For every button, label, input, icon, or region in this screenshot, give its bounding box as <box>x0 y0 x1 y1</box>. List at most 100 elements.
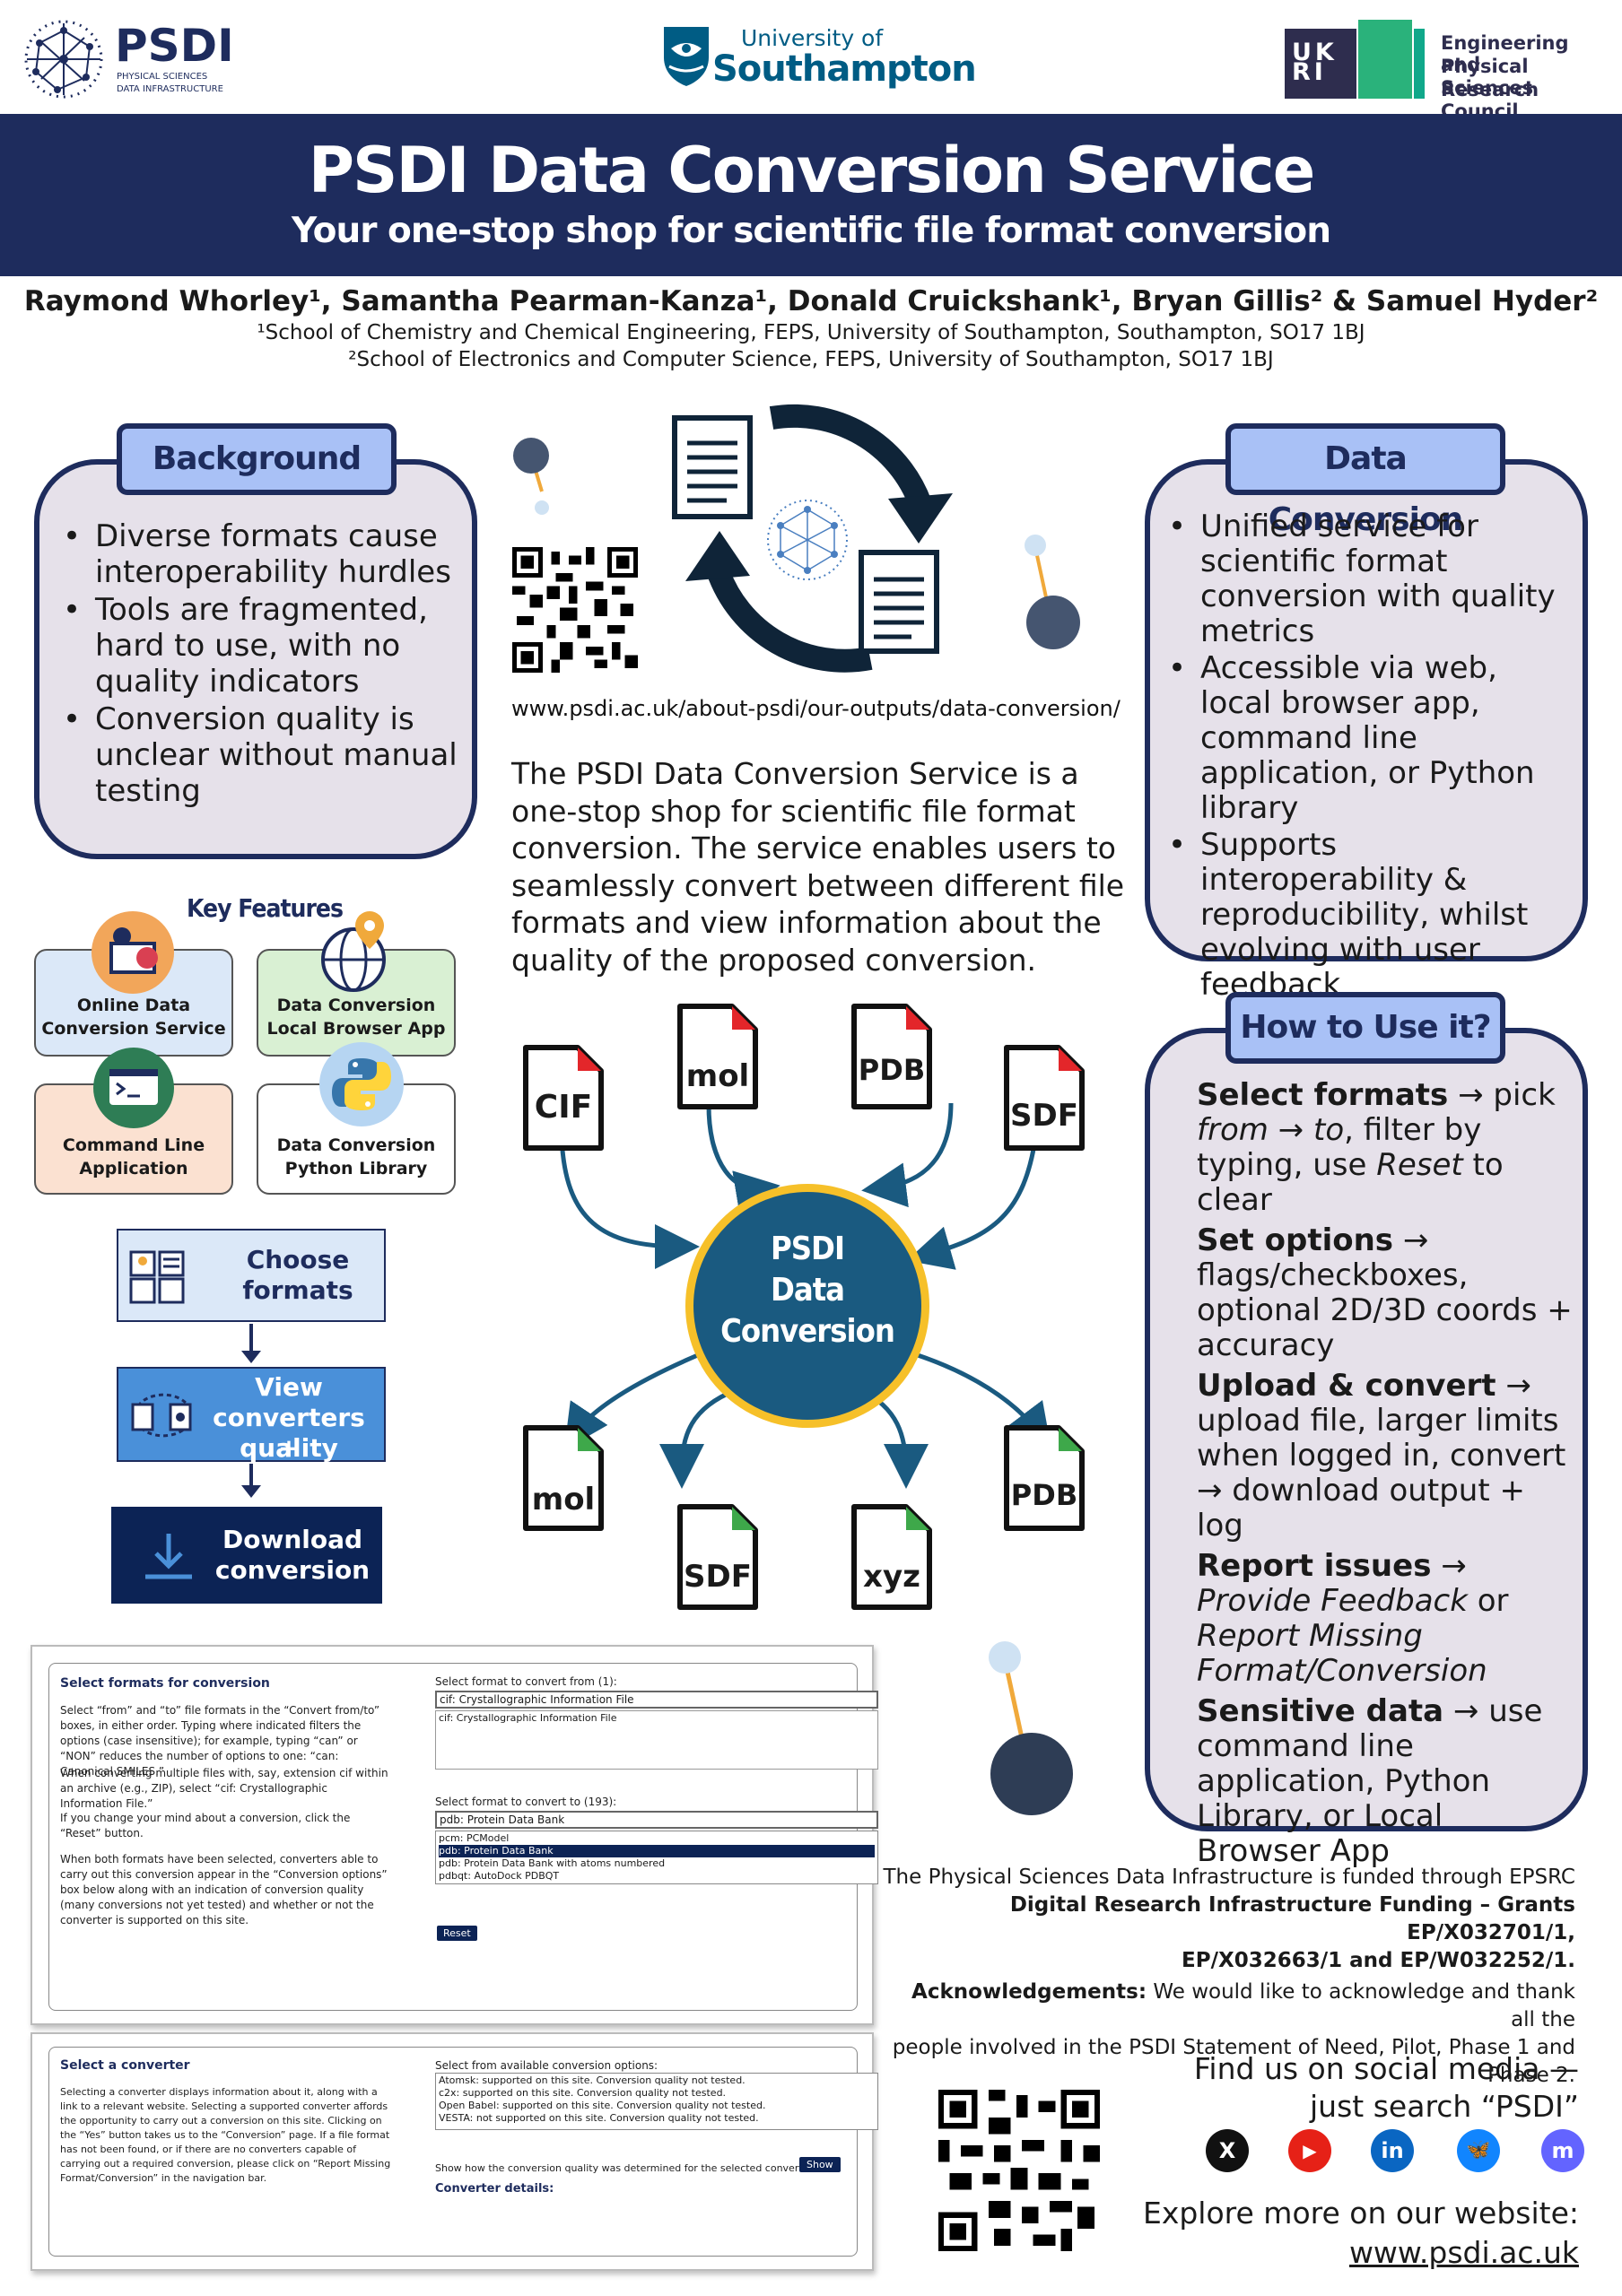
conversion-option[interactable]: c2x: supported on this site. Conversion … <box>439 2087 727 2099</box>
convert-from-input[interactable]: cif: Crystallographic Information File <box>435 1691 878 1709</box>
step-choose-formats: Choose formats <box>117 1229 386 1322</box>
convert-to-option[interactable]: pdb: Protein Data Bank with atoms number… <box>439 1857 666 1869</box>
feature-label: Local Browser App <box>266 1019 446 1039</box>
funding-line: Digital Research Infrastructure Funding … <box>1009 1893 1575 1944</box>
online-user-icon <box>92 911 174 994</box>
funding-line: EP/X032663/1 and EP/W032252/1. <box>1182 1949 1575 1972</box>
background-item: Conversion quality is unclear without ma… <box>59 701 463 809</box>
convert-from-list[interactable]: cif: Crystallographic Information File <box>435 1710 878 1770</box>
howto-panel <box>1145 1028 1588 1831</box>
terminal-icon <box>93 1048 174 1128</box>
shield-icon <box>664 27 709 86</box>
funding-text: The Physical Sciences Data Infrastructur… <box>883 1864 1575 2090</box>
poster-subtitle: Your one-stop shop for scientific file f… <box>292 211 1331 251</box>
feature-label: Python Library <box>284 1159 428 1178</box>
file-icon-input: SDF <box>1003 1044 1086 1152</box>
hub-label: Data <box>770 1272 845 1309</box>
ukri-line1: Engineering and <box>1441 32 1569 75</box>
step-label: View <box>255 1372 323 1402</box>
howto-step: Sensitive data → use command line applic… <box>1197 1693 1543 1869</box>
qr-code-icon <box>512 547 638 673</box>
southampton-line1: University of <box>741 25 884 51</box>
quality-info-label: Show how the conversion quality was dete… <box>435 2162 815 2174</box>
convert-to-option[interactable]: pcm: PCModel <box>439 1832 510 1844</box>
x-icon[interactable]: X <box>1206 2129 1249 2172</box>
conversion-options-list[interactable]: Atomsk: supported on this site. Conversi… <box>435 2073 878 2130</box>
convert-to-option[interactable]: pdbqt: AutoDock PDBQT <box>439 1870 560 1882</box>
howto-step: Set options → flags/checkboxes, optional… <box>1197 1222 1573 1363</box>
file-label: PDB <box>858 1053 926 1087</box>
howto-step: Report issues → Provide Feedback or Repo… <box>1197 1548 1509 1689</box>
ukri-logo: UKRI Engineering and Physical Sciences R… <box>1285 20 1608 122</box>
step-label: conversion <box>214 1555 371 1585</box>
ukri-mark: UKRI <box>1292 39 1338 86</box>
data-conversion-list: Unified service for scientific format co… <box>1164 509 1577 1004</box>
file-icon-output: xyz <box>850 1503 933 1611</box>
select-formats-heading: Select formats for conversion <box>60 1676 270 1691</box>
howto-step: Select formats → pick from → to, filter … <box>1197 1077 1556 1218</box>
convert-files-icon <box>131 1393 192 1438</box>
step-label: converters + <box>213 1403 365 1463</box>
convert-to-input[interactable]: pdb: Protein Data Bank <box>435 1811 878 1829</box>
globe-pin-icon <box>321 911 386 992</box>
convert-to-label: Select format to convert to (193): <box>435 1796 617 1808</box>
data-conversion-item: Accessible via web, local browser app, c… <box>1164 651 1577 826</box>
youtube-icon[interactable]: ▶ <box>1288 2129 1331 2172</box>
mastodon-icon[interactable]: m <box>1541 2129 1584 2172</box>
psdi-logo: PSDI PHYSICAL SCIENCES DATA INFRASTRUCTU… <box>22 18 237 100</box>
file-label: mol <box>685 1058 750 1094</box>
hub-label: Conversion <box>720 1313 895 1350</box>
file-icon-output: SDF <box>676 1503 759 1611</box>
website-link[interactable]: www.psdi.ac.uk <box>1348 2235 1579 2270</box>
acknowledgements-line: people involved in the PSDI Statement of… <box>892 2036 1575 2059</box>
howto-title: How to Use it? <box>1225 992 1505 1064</box>
psdi-network-icon <box>24 20 103 99</box>
data-conversion-title: Data Conversion <box>1225 423 1505 538</box>
convert-from-option[interactable]: cif: Crystallographic Information File <box>439 1712 617 1724</box>
convert-to-list[interactable]: pcm: PCModel pdb: Protein Data Bank pdb:… <box>435 1831 878 1884</box>
data-conversion-item: Unified service for scientific format co… <box>1164 509 1577 649</box>
pin-decoration-icon <box>513 438 549 515</box>
psdi-logo-sub1: PHYSICAL SCIENCES <box>117 72 208 82</box>
feature-label: Data Conversion <box>276 1135 436 1155</box>
social-heading: Find us on social media — just search “P… <box>1130 2050 1579 2126</box>
feature-label: Conversion Service <box>41 1019 226 1039</box>
conversion-cycle-icon <box>672 404 953 673</box>
social-line: Find us on social media — <box>1193 2051 1579 2086</box>
convert-to-option[interactable]: pdb: Protein Data Bank <box>439 1845 875 1857</box>
select-formats-text: Select “from” and “to” file formats in t… <box>60 1704 380 1778</box>
file-label: xyz <box>863 1559 920 1595</box>
reset-button[interactable]: Reset <box>437 1926 477 1941</box>
file-label: SDF <box>1010 1098 1078 1134</box>
download-icon <box>145 1534 192 1579</box>
feature-label: Application <box>79 1159 188 1178</box>
bluesky-icon[interactable]: 🦋 <box>1457 2129 1500 2172</box>
file-icon-output: mol <box>522 1424 605 1532</box>
step-download: Download conversion <box>111 1507 382 1604</box>
conversion-options-label: Select from available conversion options… <box>435 2059 658 2072</box>
linkedin-icon[interactable]: in <box>1371 2129 1414 2172</box>
show-button[interactable]: Show <box>799 2157 841 2172</box>
conversion-option[interactable]: VESTA: not supported on this site. Conve… <box>439 2112 759 2124</box>
affiliation-2: ²School of Electronics and Computer Scie… <box>348 348 1274 371</box>
conversion-option[interactable]: Atomsk: supported on this site. Conversi… <box>439 2074 746 2086</box>
conversion-option[interactable]: Open Babel: supported on this site. Conv… <box>439 2100 766 2111</box>
conversion-hub-diagram <box>559 1102 1052 1489</box>
info-url[interactable]: www.psdi.ac.uk/about-psdi/our-outputs/da… <box>511 696 1121 721</box>
converter-details-label: Converter details: <box>435 2182 554 2196</box>
step-label: Download <box>222 1525 363 1554</box>
southampton-logo: University of Southampton <box>662 25 977 97</box>
southampton-line2: Southampton <box>712 48 977 90</box>
background-title: Background <box>117 423 397 495</box>
file-label: PDB <box>1010 1478 1078 1512</box>
format-cards-icon <box>129 1250 185 1304</box>
poster-title: PSDI Data Conversion Service <box>308 134 1316 207</box>
affiliation-1: ¹School of Chemistry and Chemical Engine… <box>257 321 1365 344</box>
step-label: Choose <box>246 1245 350 1274</box>
feature-label: Online Data <box>76 996 191 1015</box>
key-features-title: Key Features <box>187 893 344 923</box>
select-formats-text: If you change your mind about a conversi… <box>60 1812 351 1839</box>
ukri-line2: Physical Sciences <box>1441 56 1534 99</box>
acknowledgements: Acknowledgements: We would like to ackno… <box>911 1980 1575 2031</box>
file-label: mol <box>531 1482 596 1518</box>
